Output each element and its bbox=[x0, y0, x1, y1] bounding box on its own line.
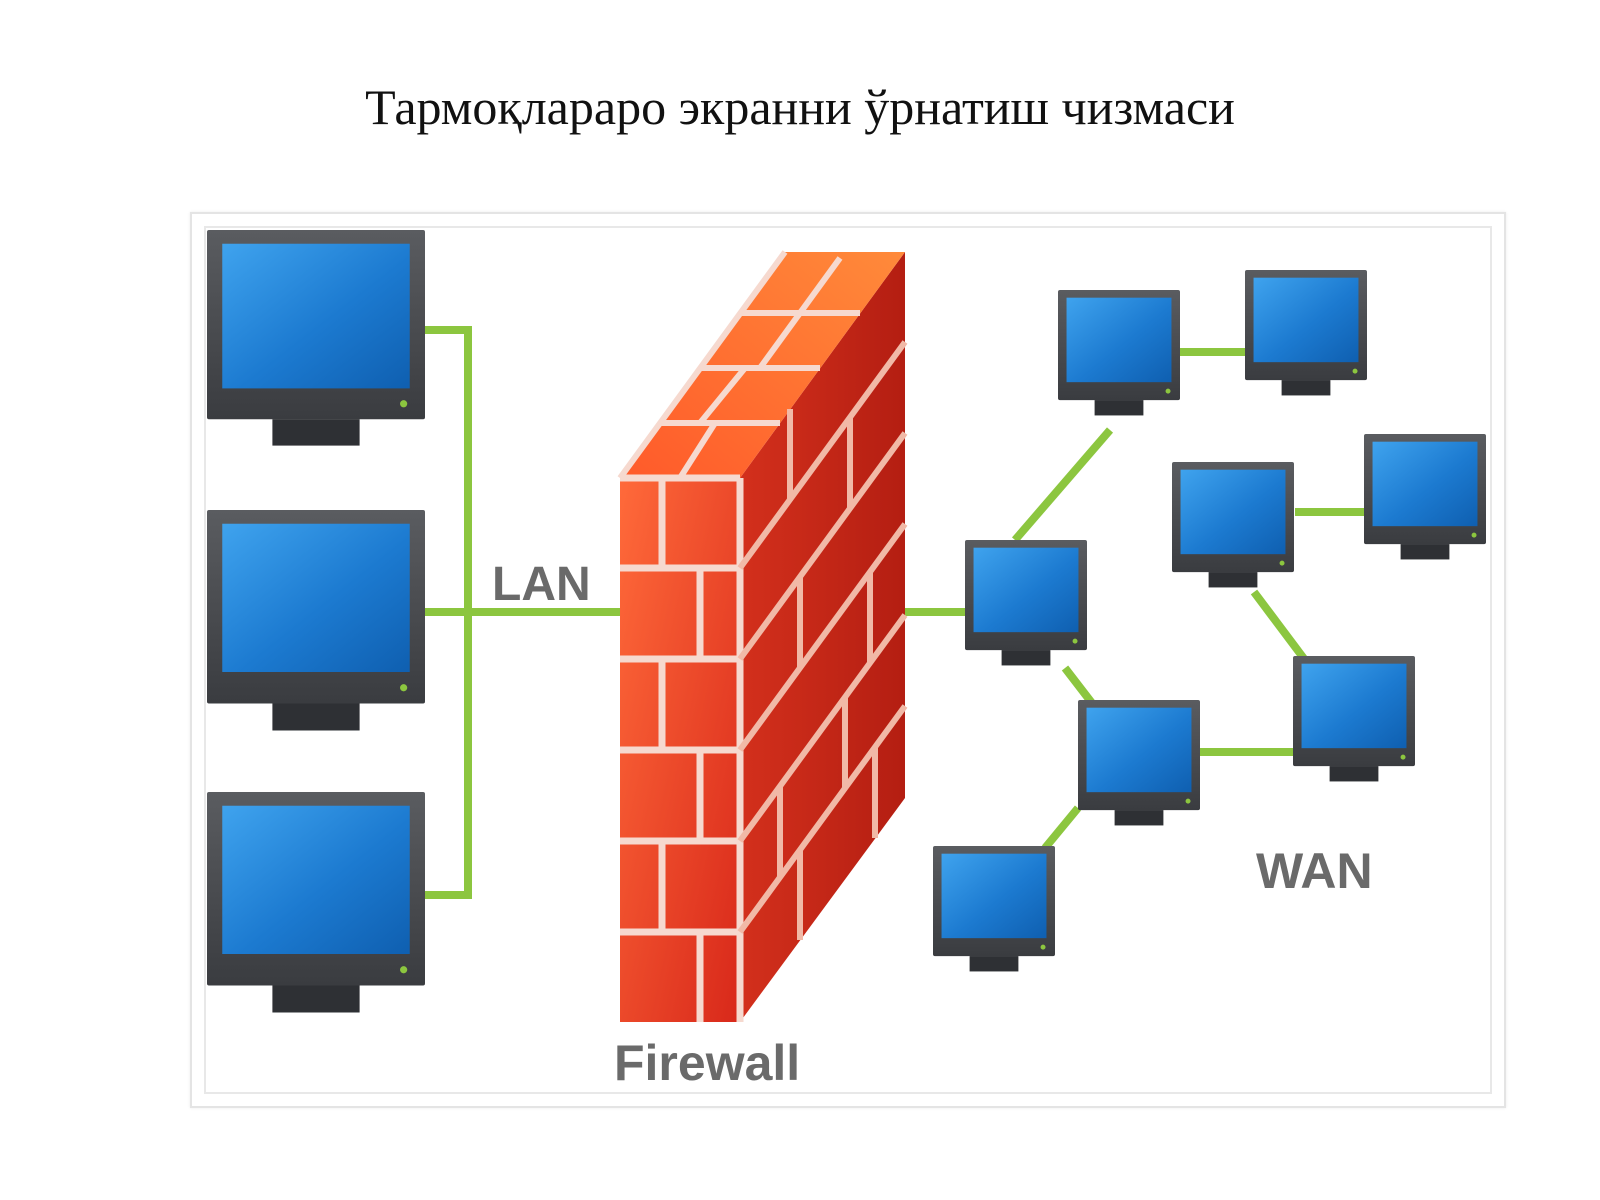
wan-link-7 bbox=[1041, 805, 1082, 851]
firewall-label: Firewall bbox=[614, 1035, 800, 1091]
computer-monitor-icon bbox=[1364, 434, 1486, 560]
computer-monitor-icon bbox=[1172, 462, 1294, 588]
computer-monitor-icon bbox=[1078, 700, 1200, 826]
computer-monitor-icon bbox=[965, 540, 1087, 666]
diagram-inner-border bbox=[204, 226, 1492, 1094]
wan-label: WAN bbox=[1256, 843, 1373, 899]
computer-monitor-icon bbox=[207, 510, 425, 731]
slide-title: Тармоқлараро экранни ўрнатиш чизмаси bbox=[365, 79, 1235, 135]
computer-monitor-icon bbox=[1245, 270, 1367, 396]
computer-monitor-icon bbox=[1293, 656, 1415, 782]
brick-wall-icon bbox=[617, 250, 908, 1022]
computer-monitor-icon bbox=[1058, 290, 1180, 416]
computer-monitor-icon bbox=[207, 792, 425, 1013]
computer-monitor-icon bbox=[933, 846, 1055, 972]
computers-group bbox=[207, 230, 1486, 1013]
wan-link-1 bbox=[1011, 427, 1114, 543]
wan-link-5 bbox=[1250, 589, 1309, 663]
lan-label: LAN bbox=[492, 558, 591, 611]
computer-monitor-icon bbox=[207, 230, 425, 446]
lan-links bbox=[420, 326, 622, 899]
